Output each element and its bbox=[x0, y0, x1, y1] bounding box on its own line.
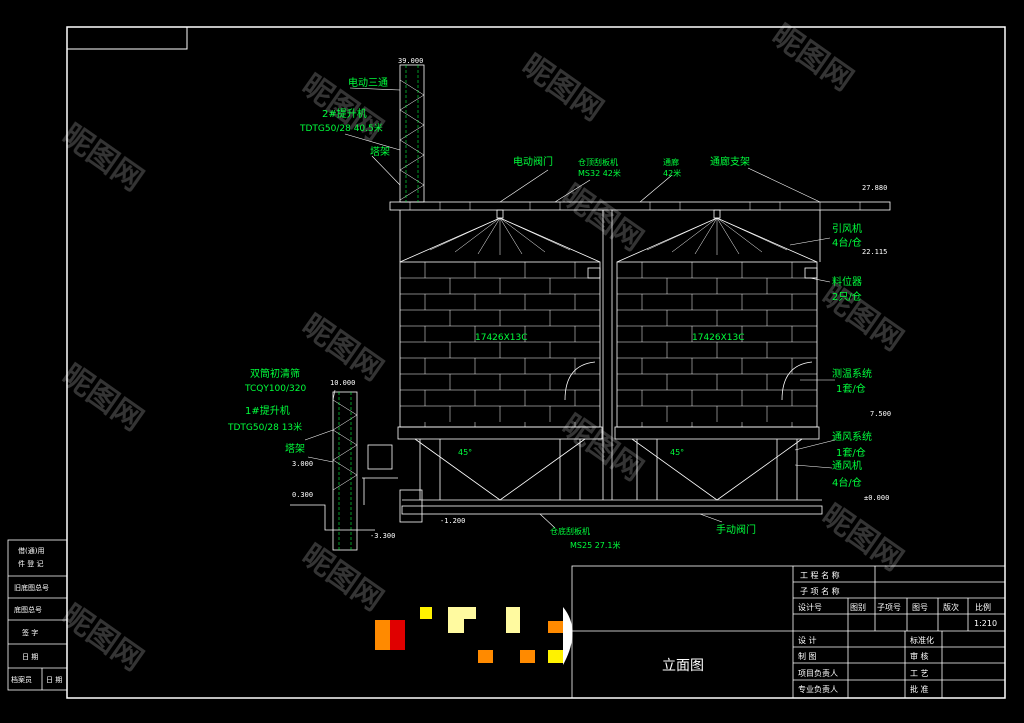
elevation-tunnel: -1.200 bbox=[440, 517, 465, 525]
label-cleaner: 双筒初清筛 bbox=[250, 367, 300, 380]
watermark-text: 昵图网 bbox=[555, 178, 649, 258]
silo-left bbox=[397, 217, 603, 501]
label-blower: 通风机 bbox=[832, 459, 862, 472]
label-elevator-2: 2#提升机 bbox=[322, 107, 367, 120]
watermark-text: 昵图网 bbox=[515, 48, 609, 128]
elevation-pit: -3.300 bbox=[370, 532, 395, 540]
col-sub-no: 子项号 bbox=[877, 603, 901, 612]
elevation-pre-base: 0.300 bbox=[292, 491, 313, 499]
label-gallery: 通廊 bbox=[663, 157, 679, 167]
elevation-gallery: 27.880 bbox=[862, 184, 887, 192]
watermark-layer: 昵图网 昵图网 昵图网 昵图网 昵图网 昵图网 昵图网 昵图网 昵图网 昵图网 … bbox=[55, 18, 909, 678]
col-type: 图别 bbox=[850, 603, 866, 612]
title-block bbox=[571, 565, 1006, 699]
strip-label: 日 期 bbox=[46, 676, 62, 684]
watermark-text: 昵图网 bbox=[765, 18, 859, 98]
strip-label: 签 字 bbox=[22, 628, 38, 637]
label-temperature-count: 1套/仓 bbox=[836, 382, 866, 395]
label-elevator-2-spec: TDTG50/28 40.5米 bbox=[299, 122, 383, 134]
role-standard: 标准化 bbox=[910, 635, 934, 645]
central-column bbox=[602, 210, 613, 500]
label-electric-valve: 电动阀门 bbox=[513, 155, 553, 168]
label-ventilation-count: 1套/仓 bbox=[836, 446, 866, 459]
elevation-top: 39.000 bbox=[398, 57, 423, 65]
elevation-pre-top: 10.000 bbox=[330, 379, 355, 387]
label-level-count: 2只/仓 bbox=[832, 290, 862, 303]
label-silo-spec-right: 17426X13C bbox=[692, 333, 745, 343]
elevation-marks: 39.000 27.880 22.115 7.500 ±0.000 10.000… bbox=[292, 57, 891, 540]
label-bottom-conveyor: 仓底刮板机 bbox=[550, 526, 590, 536]
label-tee: 电动三通 bbox=[348, 76, 388, 89]
label-silo-spec-left: 17426X13C bbox=[475, 333, 528, 343]
role-design: 设 计 bbox=[798, 635, 817, 645]
label-hopper-angle-left: 45° bbox=[458, 448, 472, 457]
project-name-label: 工 程 名 称 bbox=[800, 570, 840, 580]
col-design-no: 设计号 bbox=[798, 602, 822, 612]
label-level-sensor: 料位器 bbox=[832, 275, 862, 288]
elevator-1-tower bbox=[290, 391, 398, 551]
watermark-text: 昵图网 bbox=[555, 408, 649, 488]
role-project-lead: 项目负责人 bbox=[798, 668, 838, 678]
strip-label: 件 登 记 bbox=[18, 559, 43, 568]
drawing-title: 立面图 bbox=[662, 658, 704, 674]
watermark-text: 昵图网 bbox=[55, 358, 149, 438]
strip-label: 旧底图总号 bbox=[14, 583, 49, 592]
elevation-ground: ±0.000 bbox=[864, 494, 889, 502]
strip-label: 日 期 bbox=[22, 653, 38, 661]
label-gallery-length: 42米 bbox=[663, 168, 681, 178]
label-manual-valve: 手动阀门 bbox=[716, 523, 756, 536]
watermark-text: 昵图网 bbox=[295, 308, 389, 388]
label-blower-count: 4台/仓 bbox=[832, 476, 862, 489]
binding-strip-labels: 借(通)用 件 登 记 旧底图总号 底图总号 签 字 日 期 档案员 日 期 bbox=[11, 546, 62, 684]
title-block-text: 工 程 名 称 子 项 名 称 设计号 图别 子项号 图号 版次 比例 1:21… bbox=[662, 570, 997, 694]
elevator-2-tower bbox=[399, 64, 425, 203]
col-drawing-no: 图号 bbox=[912, 603, 928, 612]
leader-lines bbox=[304, 87, 836, 529]
label-elevator-1-spec: TDTG50/28 13米 bbox=[227, 421, 302, 433]
scale-value: 1:210 bbox=[974, 619, 997, 628]
label-top-conveyor: 仓顶刮板机 bbox=[578, 157, 618, 167]
role-review: 审 核 bbox=[910, 651, 929, 661]
drawing-frame bbox=[66, 26, 1006, 699]
role-discipline-lead: 专业负责人 bbox=[798, 684, 838, 694]
binding-strip bbox=[7, 539, 68, 691]
strip-label: 借(通)用 bbox=[18, 546, 44, 555]
pixel-blocks bbox=[375, 607, 573, 665]
strip-label: 档案员 bbox=[11, 675, 32, 684]
role-drafting: 制 图 bbox=[798, 651, 817, 661]
watermark-text: 昵图网 bbox=[55, 598, 149, 678]
bottom-conveyor bbox=[399, 489, 823, 523]
role-process: 工 艺 bbox=[910, 669, 929, 678]
label-gallery-support: 通廊支架 bbox=[710, 155, 750, 168]
label-bottom-conveyor-spec: MS25 27.1米 bbox=[570, 540, 621, 550]
elevation-eave: 22.115 bbox=[862, 248, 887, 256]
watermark-text: 昵图网 bbox=[55, 118, 149, 198]
equipment-labels: 电动三通 2#提升机 TDTG50/28 40.5米 塔架 电动阀门 仓顶刮板机… bbox=[227, 76, 872, 550]
col-version: 版次 bbox=[943, 602, 959, 612]
label-elevator-1: 1#提升机 bbox=[245, 404, 290, 417]
label-fan-count: 4台/仓 bbox=[832, 236, 862, 249]
label-tower-2: 塔架 bbox=[370, 145, 390, 158]
label-top-conveyor-spec: MS32 42米 bbox=[578, 168, 621, 178]
label-tower-1: 塔架 bbox=[285, 442, 305, 455]
col-scale: 比例 bbox=[975, 602, 991, 612]
label-ventilation-system: 通风系统 bbox=[832, 430, 872, 443]
role-approve: 批 准 bbox=[910, 684, 929, 694]
sub-name-label: 子 项 名 称 bbox=[800, 586, 840, 596]
label-cleaner-spec: TCQY100/320 bbox=[244, 384, 306, 394]
watermark-text: 昵图网 bbox=[815, 278, 909, 358]
strip-label: 底图总号 bbox=[14, 605, 42, 614]
label-hopper-angle-right: 45° bbox=[670, 448, 684, 457]
elevation-hopper-top: 7.500 bbox=[870, 410, 891, 418]
label-temperature-system: 测温系统 bbox=[832, 367, 872, 380]
label-fan: 引风机 bbox=[832, 222, 862, 235]
elevation-pre-platform: 3.000 bbox=[292, 460, 313, 468]
